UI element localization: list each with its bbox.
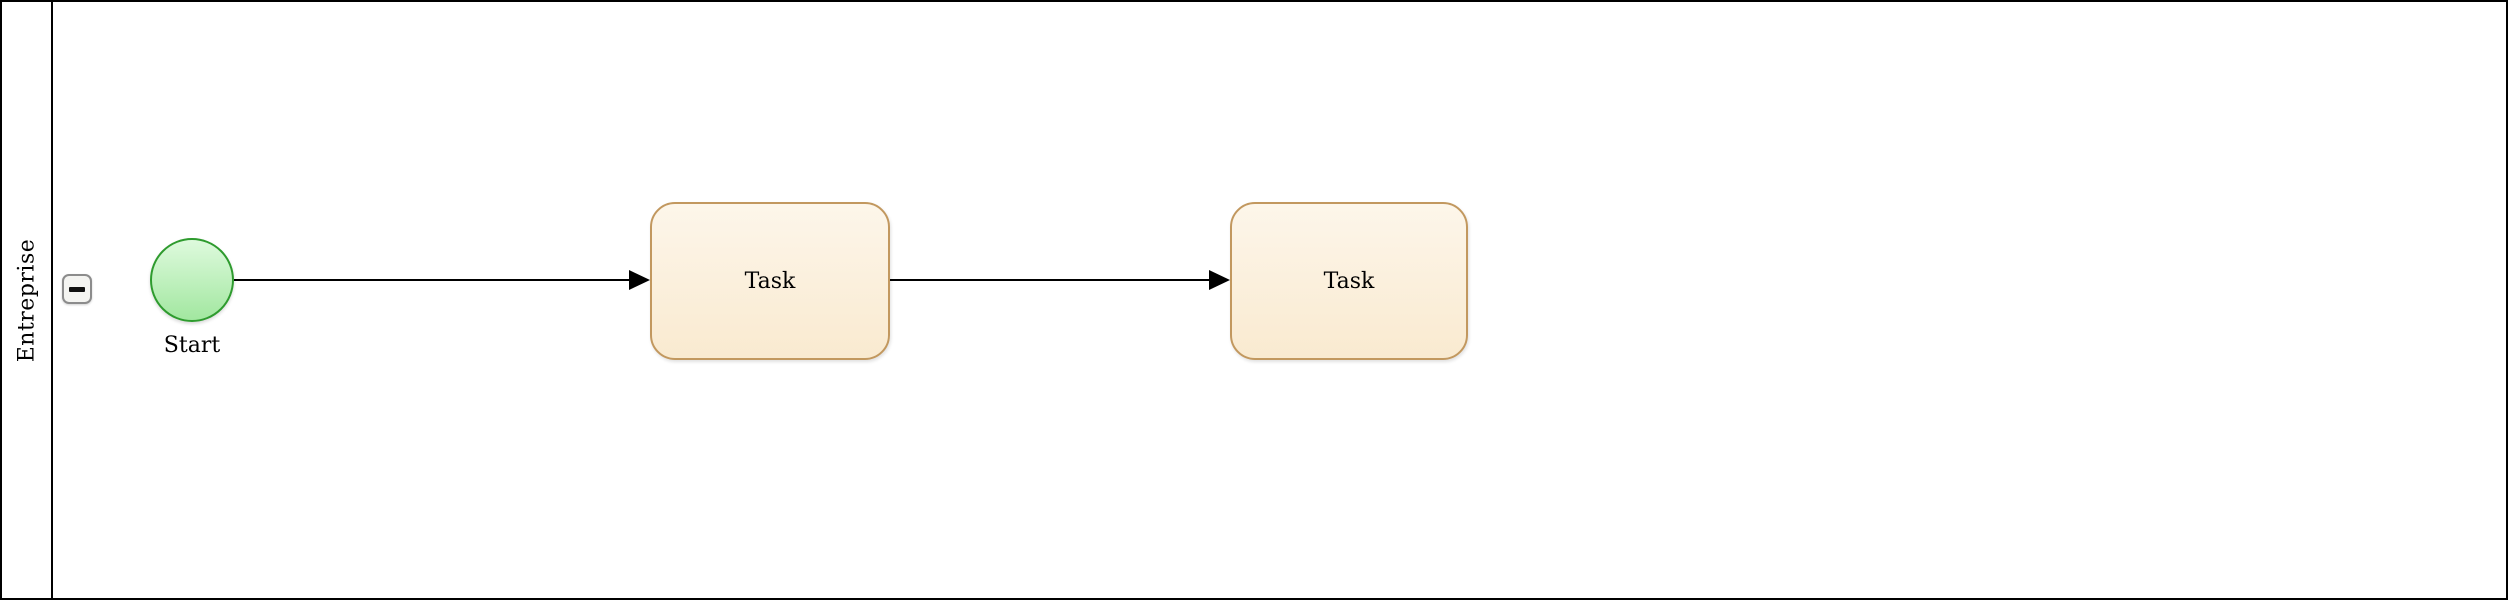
- arrowhead-icon: [629, 270, 650, 290]
- task-2-label: Task: [1323, 268, 1375, 294]
- pool-header-divider: [51, 2, 53, 598]
- pool-header-entreprise[interactable]: Entreprise: [2, 2, 51, 598]
- pool-label: Entreprise: [14, 238, 39, 362]
- minus-icon: [69, 286, 85, 292]
- task-2[interactable]: Task: [1230, 202, 1468, 360]
- pool-collapse-button[interactable]: [62, 274, 92, 304]
- start-event-label: Start: [163, 333, 221, 358]
- sequence-flow-start-to-task1[interactable]: [234, 270, 650, 290]
- sequence-flow-task1-to-task2[interactable]: [890, 270, 1230, 290]
- task-1[interactable]: Task: [650, 202, 890, 360]
- arrowhead-icon: [1209, 270, 1230, 290]
- flow-line: [234, 279, 631, 281]
- flow-line: [890, 279, 1211, 281]
- task-1-label: Task: [744, 268, 796, 294]
- start-event[interactable]: [150, 238, 234, 322]
